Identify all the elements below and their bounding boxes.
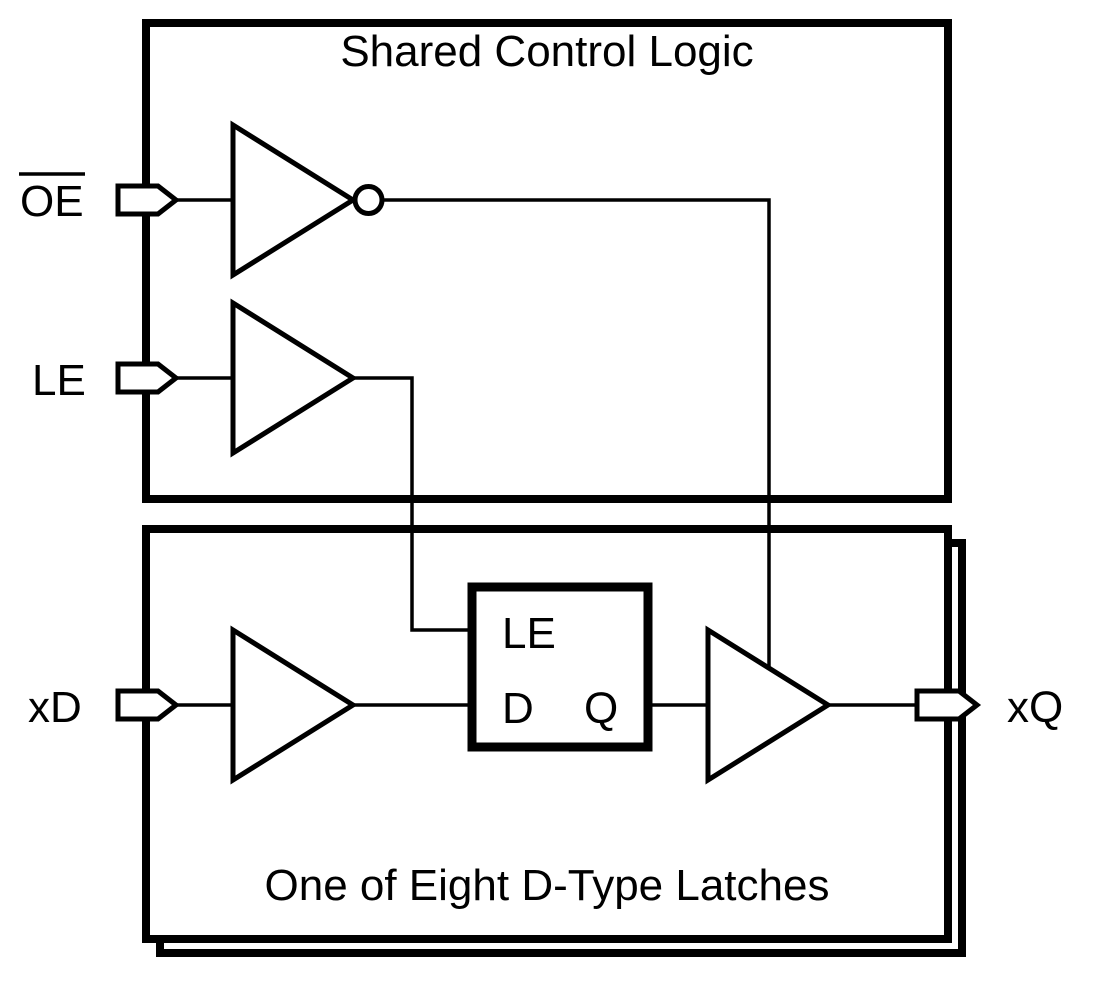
xd-input-pin xyxy=(115,688,181,722)
le-input-pin xyxy=(115,361,181,395)
oe-input-pin xyxy=(115,183,181,217)
latch-d-port-label: D xyxy=(502,684,534,733)
inverter-to-tristate-control-wire xyxy=(384,198,771,668)
le-input-label: LE xyxy=(32,356,86,405)
xq-output-pin xyxy=(914,688,982,722)
latch-array-title: One of Eight D-Type Latches xyxy=(265,861,830,910)
xq-output-label: xQ xyxy=(1007,683,1063,732)
d-latch-cell-box xyxy=(467,582,653,752)
latch-q-port-label: Q xyxy=(584,684,618,733)
oe-input-label: OE xyxy=(20,177,84,226)
le-buffer-to-latch-wire xyxy=(353,376,469,632)
latch-le-port-label: LE xyxy=(502,609,556,658)
shared-control-logic-title: Shared Control Logic xyxy=(340,27,753,76)
inverter-bubble xyxy=(352,184,385,216)
xd-input-label: xD xyxy=(28,683,82,732)
